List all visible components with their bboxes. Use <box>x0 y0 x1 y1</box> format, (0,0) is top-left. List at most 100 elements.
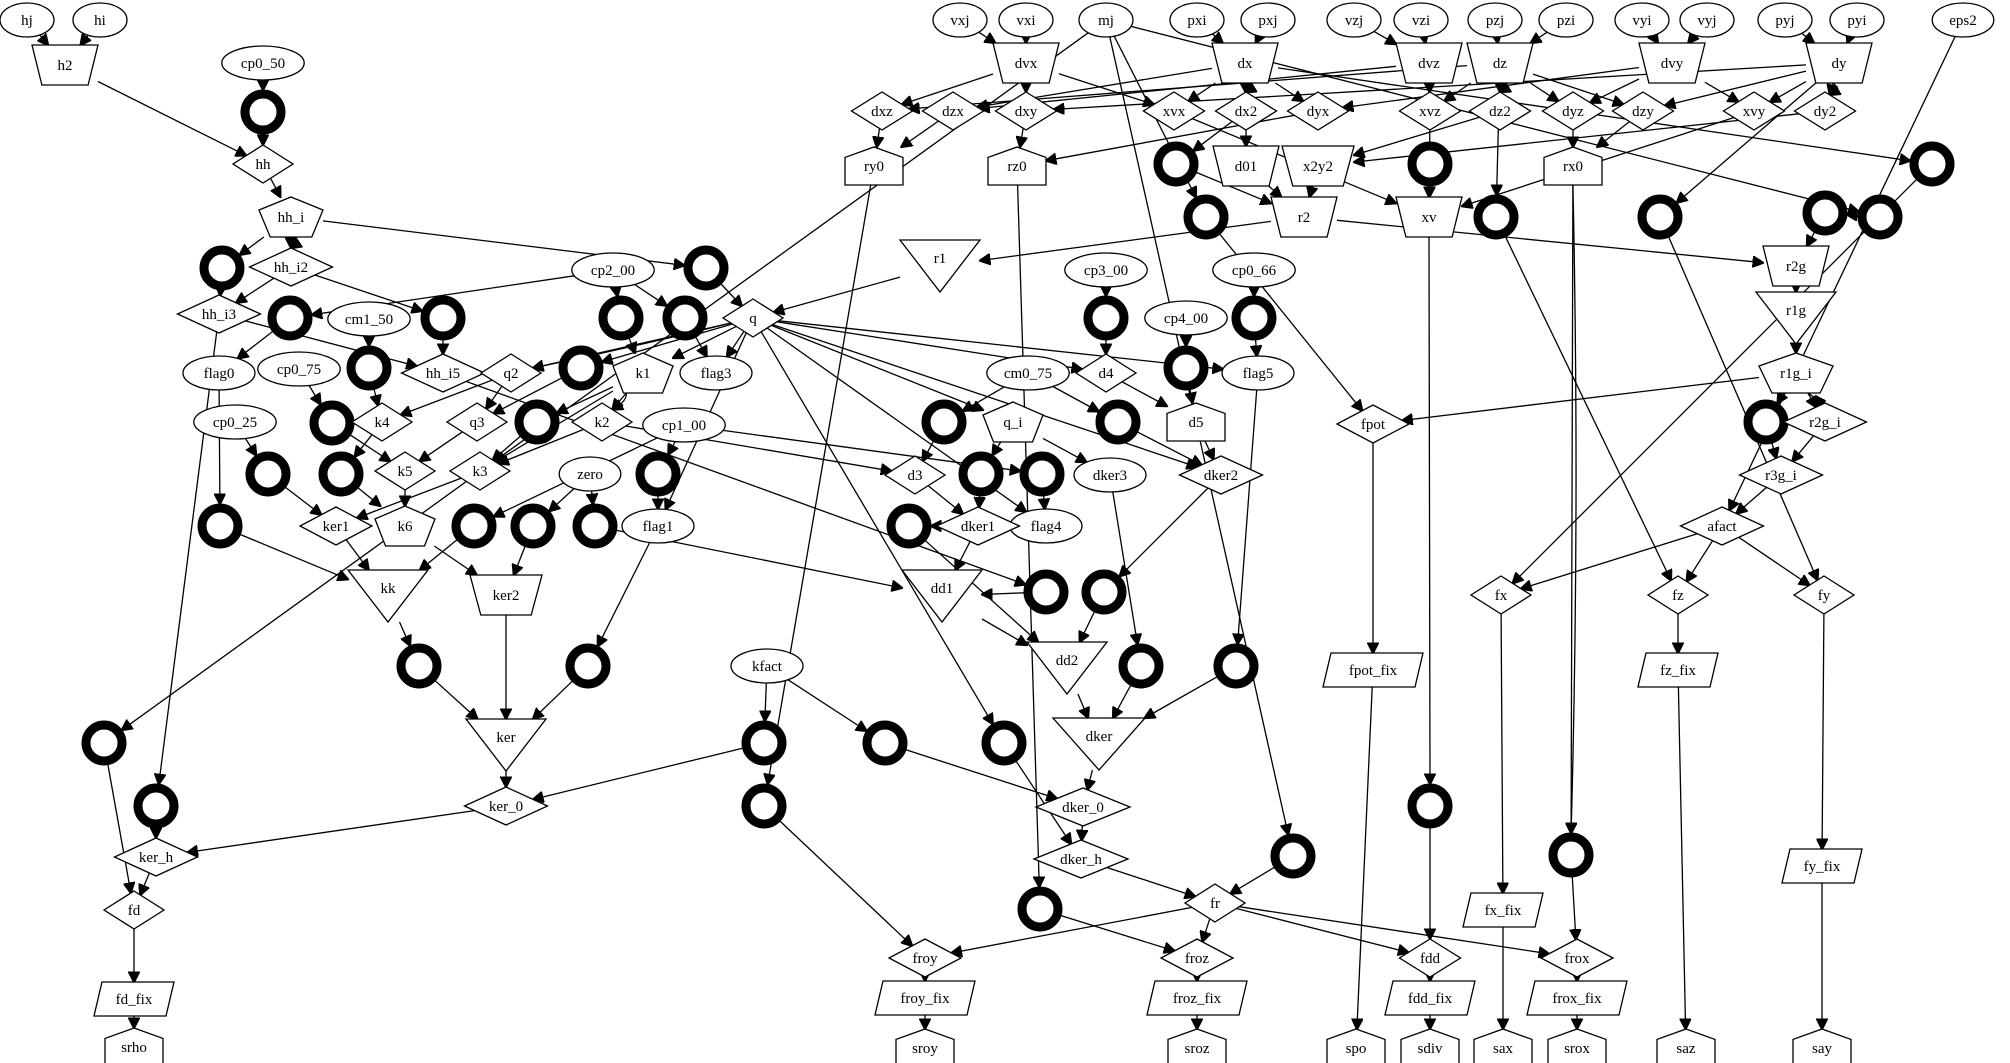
dyx-label: dyx <box>1307 104 1330 120</box>
r4g-shape <box>396 643 442 689</box>
edge-dxz-to-ry0 <box>877 128 880 147</box>
hi-shape <box>72 2 128 38</box>
edge-dd1-to-dd2 <box>981 618 1027 645</box>
edge-dker_h-to-fr <box>1106 866 1195 897</box>
node-fx: fx <box>1469 575 1533 615</box>
hh_i2-shape <box>247 247 335 287</box>
dy-shape <box>1805 42 1873 84</box>
dker_h-label: dker_h <box>1060 852 1102 868</box>
node-cp0_66: cp0_66 <box>1212 252 1296 288</box>
node-dker: dker <box>1051 717 1147 771</box>
node-r40c: 40 <box>572 503 618 549</box>
edge-r36a-to-ker1 <box>285 486 322 514</box>
r36b-shape <box>1909 141 1955 187</box>
r28d-shape <box>1163 345 1209 391</box>
edge-r24g-to-flag4 <box>1044 495 1045 509</box>
edge-hh-to-hh_i <box>269 177 281 197</box>
node-r15b: 15 <box>886 503 932 549</box>
edge-k3-to-ker1 <box>357 477 462 518</box>
node-r4k: 4 <box>1081 569 1127 615</box>
ker1-label: ker1 <box>323 519 350 535</box>
r40a-label: 40 <box>466 518 483 535</box>
edge-fpot_fix-to-spo <box>1357 686 1373 1029</box>
cm0_75-shape <box>986 355 1070 391</box>
node-r36a: 36 <box>245 451 291 497</box>
r24e-shape <box>1083 295 1129 341</box>
r4a-shape <box>240 89 286 135</box>
kk-label: kk <box>381 581 397 597</box>
q_i-shape <box>982 401 1044 443</box>
node-afact: afact <box>1678 506 1766 546</box>
r24g-label: 24 <box>1034 466 1051 483</box>
node-fz_fix: fz_fix <box>1637 652 1719 688</box>
edge-vxj-to-dvx <box>978 31 996 43</box>
edge-hh_i3-to-hh_i5 <box>245 320 416 366</box>
pyi-label: pyi <box>1847 13 1866 29</box>
edge-r24a-to-flag0 <box>238 330 273 359</box>
vzi-label: vzi <box>1412 13 1430 29</box>
edge-cp1_00-to-r24d <box>668 441 675 455</box>
flag0-label: flag0 <box>204 366 235 382</box>
edge-q_i-to-dker3 <box>1042 437 1087 462</box>
node-k6: k6 <box>374 505 436 547</box>
r24b-shape <box>598 295 644 341</box>
node-k5: k5 <box>373 451 437 491</box>
hh_i-label: hh_i <box>278 210 305 226</box>
edge-r3g_i-to-afact <box>1736 486 1768 513</box>
dx-shape <box>1211 42 1279 84</box>
node-d4: d4 <box>1074 353 1138 393</box>
node-r2: r2 <box>1270 196 1338 238</box>
edge-r2g_i-to-r3g_i <box>1792 435 1815 461</box>
edge-zero-to-r40b <box>549 488 575 512</box>
edge-zero-to-r40c <box>592 490 593 504</box>
edge-k1-to-k2 <box>612 392 627 410</box>
node-sroy: sroy <box>895 1028 955 1063</box>
node-say: say <box>1792 1028 1852 1063</box>
edge-r1-to-q <box>774 276 901 312</box>
node-r4f: 4 <box>318 451 364 497</box>
r2g_i-label: r2g_i <box>1809 415 1841 431</box>
r52-shape <box>81 720 127 766</box>
d5-shape <box>1166 402 1226 442</box>
r40b-shape <box>510 503 556 549</box>
dzy-label: dzy <box>1632 104 1654 120</box>
node-fpot: fpot <box>1335 404 1411 444</box>
edge-pzi-to-dz <box>1531 31 1548 43</box>
node-r28c: 28 <box>1183 194 1229 240</box>
sdiv-label: sdiv <box>1417 1041 1443 1057</box>
node-frox_fix: frox_fix <box>1526 980 1628 1016</box>
edge-pyi-to-dy <box>1847 36 1850 43</box>
dx2-shape <box>1214 91 1278 131</box>
node-cp0_25: cp0_25 <box>193 404 277 440</box>
node-dz: dz <box>1466 42 1534 84</box>
edge-r4g-to-ker <box>434 680 477 719</box>
dy-label: dy <box>1832 56 1848 72</box>
ker_0-label: ker_0 <box>489 799 523 815</box>
cp0_25-label: cp0_25 <box>213 415 257 431</box>
edge-dvx-to-xvx <box>1058 73 1154 105</box>
node-fpot_fix: fpot_fix <box>1322 652 1424 688</box>
vyi-shape <box>1614 2 1670 38</box>
node-r24b: 24 <box>598 295 644 341</box>
ker-label: ker <box>496 730 515 746</box>
spo-shape <box>1326 1028 1386 1063</box>
node-dvz: dvz <box>1395 42 1463 84</box>
frox_fix-shape <box>1526 980 1628 1016</box>
node-r28d: 28 <box>1163 345 1209 391</box>
edge-q-to-k1 <box>673 325 737 358</box>
edge-k1-to-k2 <box>612 392 627 410</box>
frox_fix-label: frox_fix <box>1552 991 1602 1007</box>
sroz-shape <box>1167 1028 1227 1063</box>
node-flag1: flag1 <box>621 508 695 544</box>
node-dker2: dker2 <box>1177 455 1265 495</box>
node-froz_fix: froz_fix <box>1146 980 1248 1016</box>
edge-r4d-to-q3 <box>494 377 562 413</box>
r36b-label: 36 <box>1924 156 1941 173</box>
edge-r12-to-dker <box>1113 685 1132 718</box>
dvy-label: dvy <box>1661 56 1684 72</box>
ry0-shape <box>844 146 904 186</box>
d3-shape <box>883 455 947 495</box>
cp0_66-label: cp0_66 <box>1232 263 1277 279</box>
node-fx_fix: fx_fix <box>1462 892 1544 928</box>
edge-d3-to-dker1 <box>927 485 963 514</box>
